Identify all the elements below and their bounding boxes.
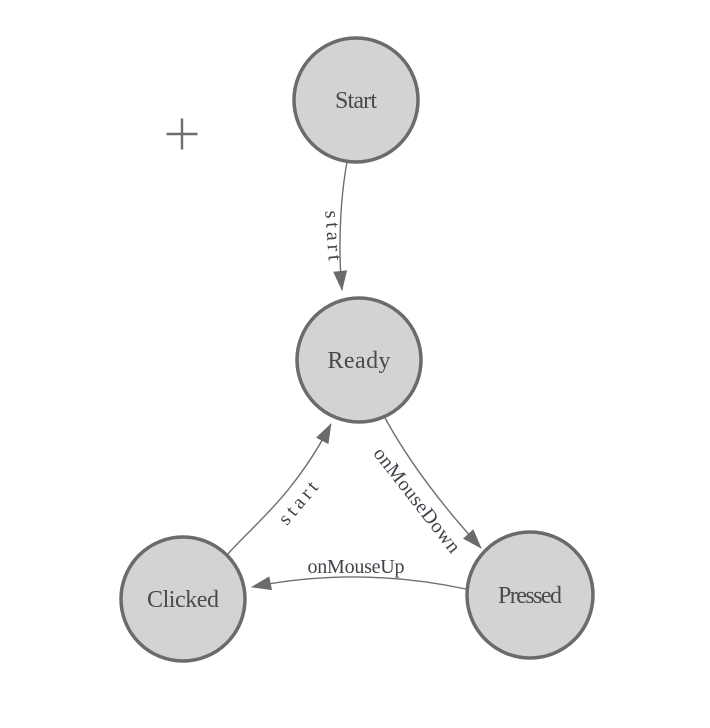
edge-pressed-to-clicked[interactable] — [251, 576, 467, 591]
node-circle-pressed[interactable] — [465, 530, 595, 660]
edge-clicked-to-ready[interactable] — [226, 423, 332, 556]
node-label-pressed: Pressed — [498, 583, 562, 609]
node-start: Start — [292, 36, 420, 164]
node-circle-ready[interactable] — [295, 296, 423, 424]
edge-label-start-to-ready: start — [320, 210, 345, 262]
node-circle-clicked[interactable] — [119, 535, 247, 663]
edge-label-clicked-to-ready: start — [274, 477, 323, 530]
edge-ready-to-pressed[interactable] — [384, 417, 482, 549]
node-clicked: Clicked — [119, 535, 247, 663]
crosshair-marker — [166, 118, 198, 150]
node-label-clicked: Clicked — [147, 587, 219, 613]
node-circle-start[interactable] — [292, 36, 420, 164]
node-pressed: Pressed — [465, 530, 595, 660]
node-label-ready: Ready — [328, 348, 391, 374]
edge-label-ready-to-pressed: onMouseDown — [369, 443, 465, 557]
edge-label-pressed-to-clicked: onMouseUp — [308, 556, 405, 578]
node-ready: Ready — [295, 296, 423, 424]
edge-start-to-ready[interactable] — [333, 161, 348, 291]
node-label-start: Start — [335, 88, 377, 114]
